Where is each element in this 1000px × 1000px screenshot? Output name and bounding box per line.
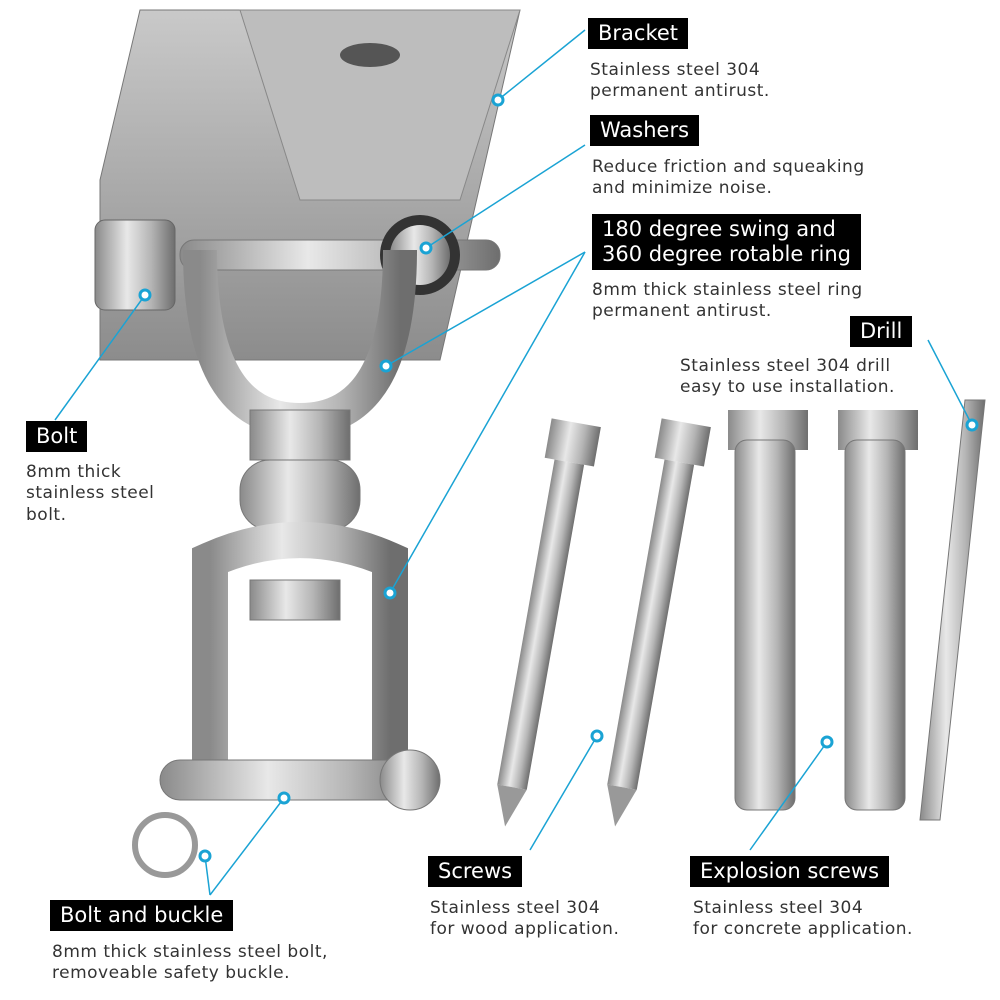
washers-description: Reduce friction and squeaking and minimi… bbox=[592, 157, 865, 199]
ring-description: 8mm thick stainless steel ring permanent… bbox=[592, 280, 863, 322]
screws-description: Stainless steel 304 for wood application… bbox=[430, 898, 620, 940]
drill-image bbox=[919, 399, 986, 821]
ring-label: 180 degree swing and 360 degree rotable … bbox=[592, 214, 862, 271]
swivel-image bbox=[132, 249, 441, 878]
bracket-label: Bracket bbox=[588, 18, 689, 50]
washers-label: Washers bbox=[590, 115, 700, 147]
bolt-buckle-description: 8mm thick stainless steel bolt, removeab… bbox=[52, 942, 328, 984]
screws-label: Screws bbox=[428, 856, 523, 888]
callout-dots bbox=[138, 93, 979, 863]
drill-description: Stainless steel 304 drill easy to use in… bbox=[680, 356, 895, 398]
bolt-description: 8mm thick stainless steel bolt. bbox=[26, 462, 155, 525]
explosion-screws-image bbox=[728, 410, 918, 811]
explosion-screws-description: Stainless steel 304 for concrete applica… bbox=[693, 898, 913, 940]
screws-image bbox=[497, 418, 711, 827]
callout-lines bbox=[54, 29, 973, 896]
bracket-description: Stainless steel 304 permanent antirust. bbox=[590, 60, 770, 102]
drill-label: Drill bbox=[850, 316, 913, 348]
explosion-screws-label: Explosion screws bbox=[690, 856, 890, 888]
bolt-label: Bolt bbox=[26, 421, 88, 453]
bolt-image bbox=[94, 215, 501, 311]
bolt-buckle-label: Bolt and buckle bbox=[50, 900, 234, 932]
